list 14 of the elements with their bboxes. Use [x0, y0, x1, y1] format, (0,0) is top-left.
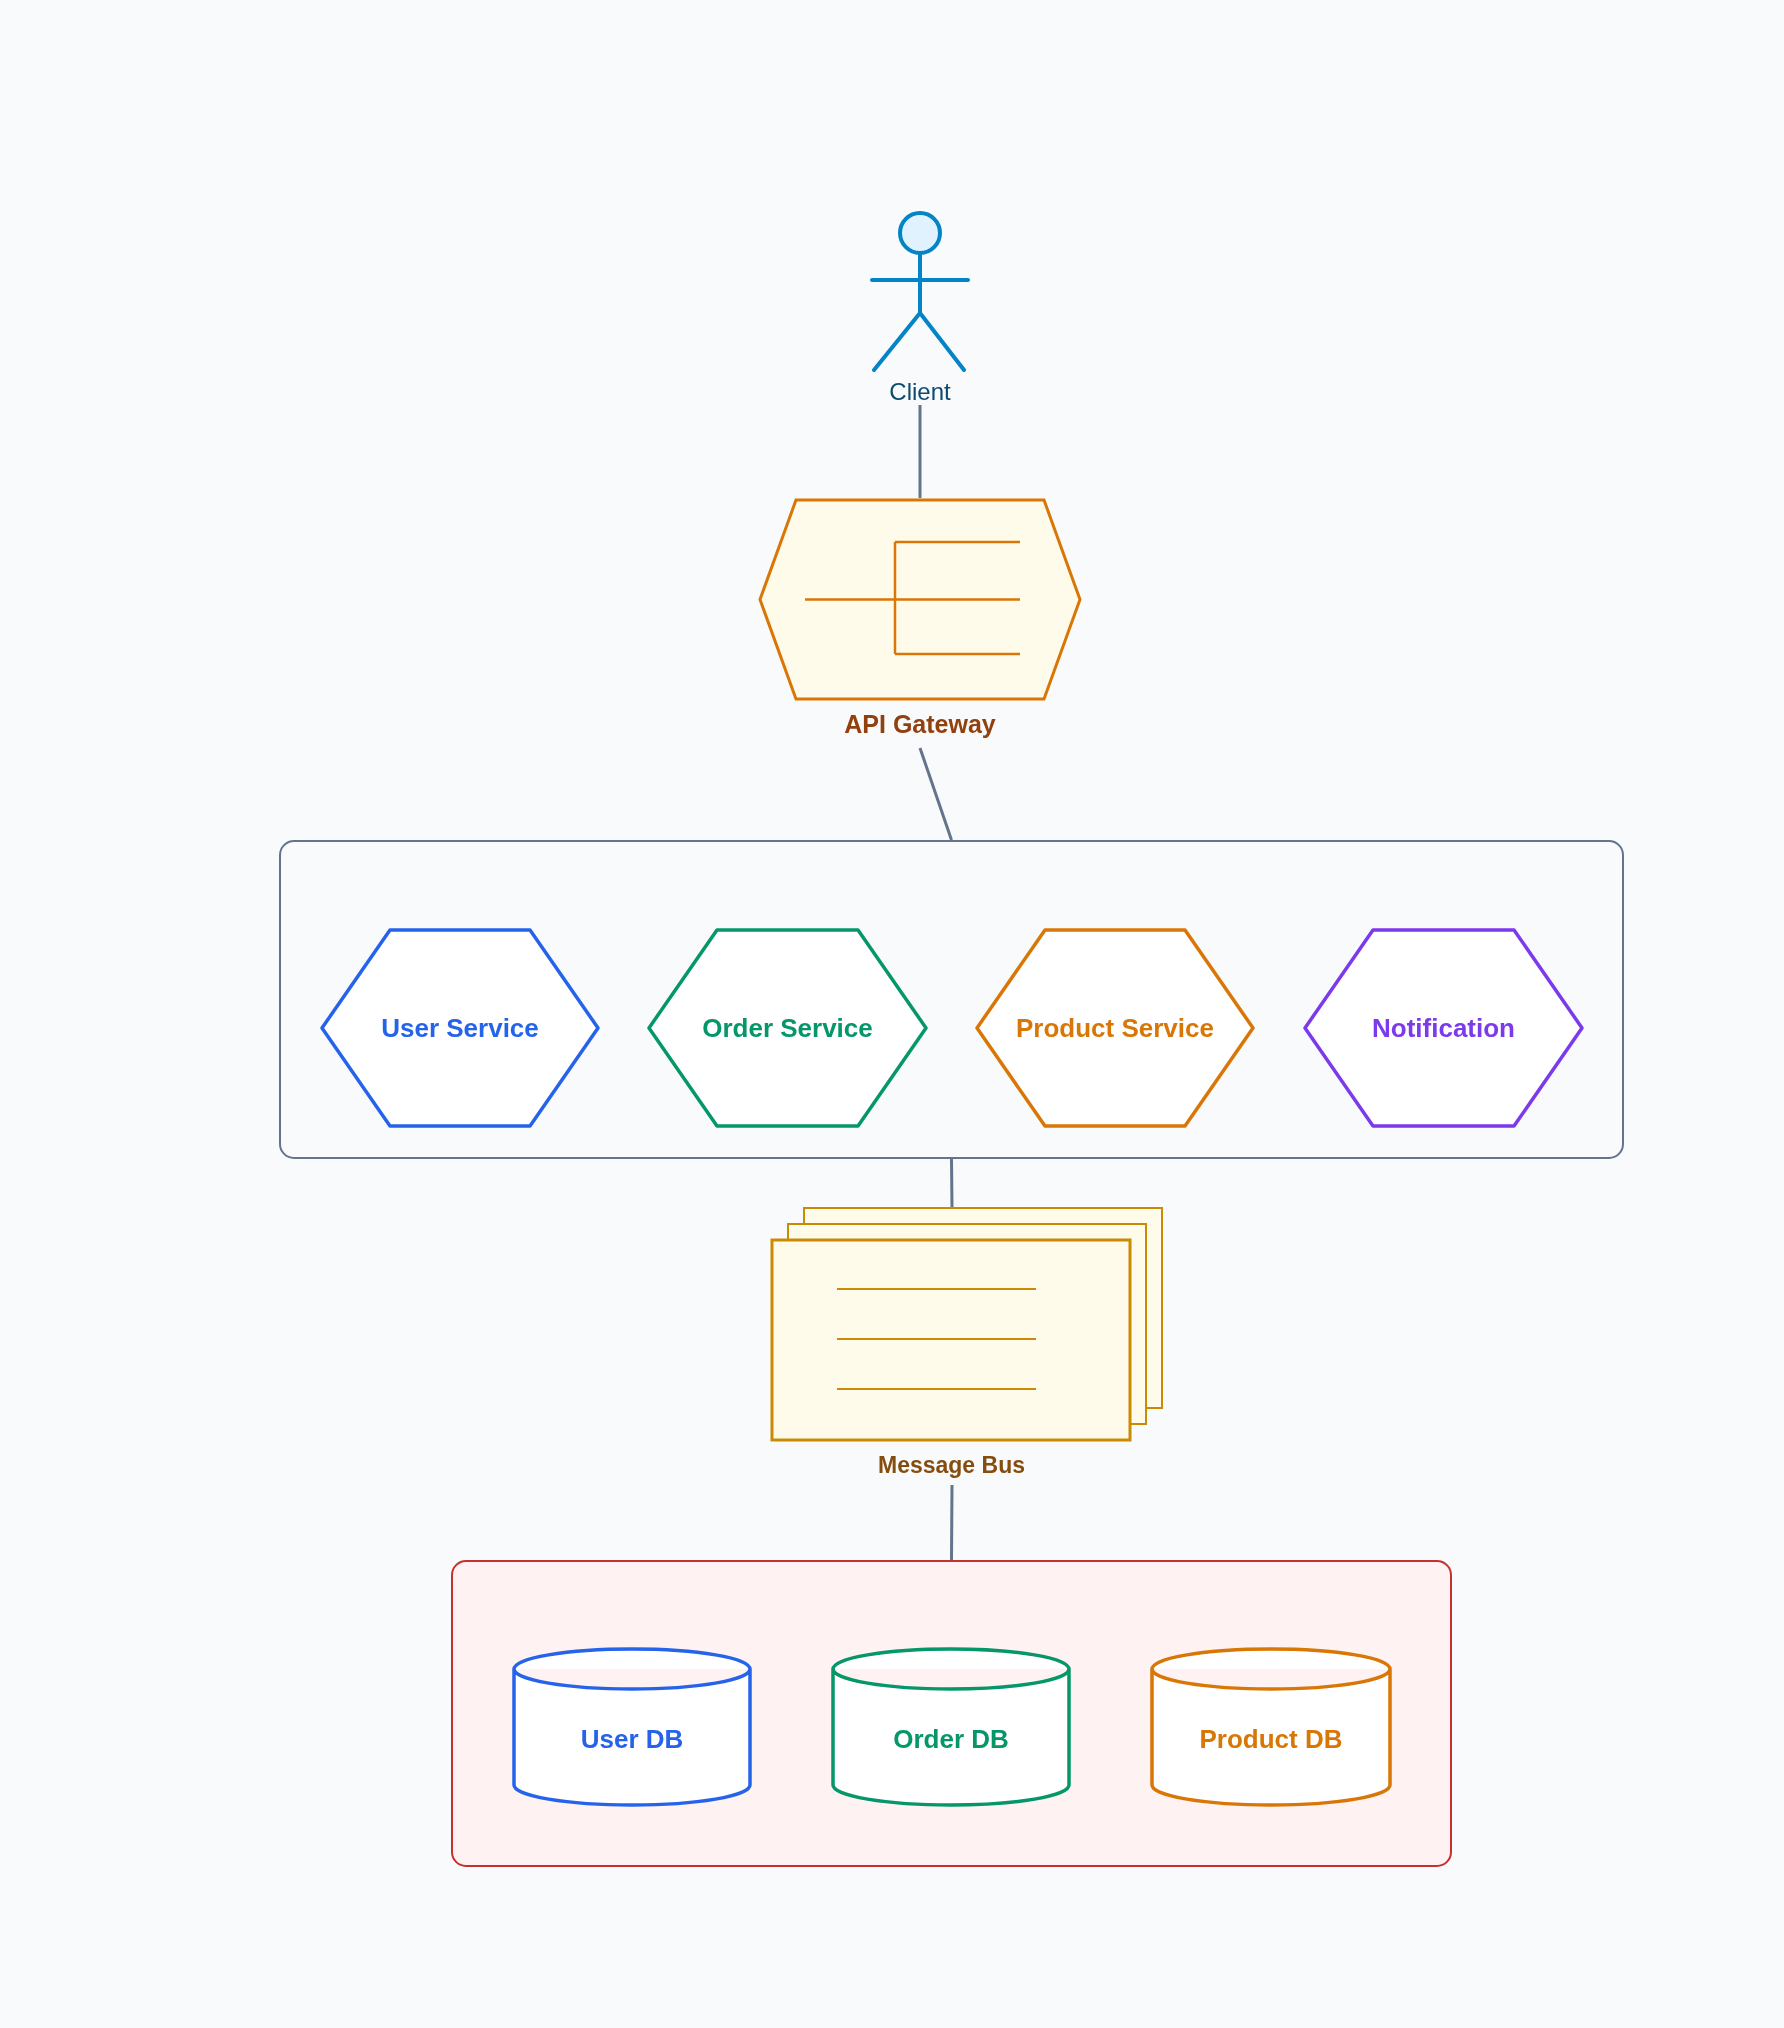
connector-line: [950, 1159, 954, 1207]
node-label: Client: [888, 378, 952, 406]
node-label: Notification: [1371, 1013, 1516, 1044]
node-label: API Gateway: [843, 710, 997, 739]
node-label: User DB: [579, 1724, 685, 1755]
connector-line: [950, 1485, 954, 1560]
node-label: User Service: [380, 1013, 540, 1044]
node-label: Product DB: [1198, 1724, 1344, 1755]
connector-line: [918, 405, 922, 498]
node-label: Product Service: [1015, 1013, 1215, 1044]
node-label: Order Service: [701, 1013, 874, 1044]
connector-line: [918, 747, 953, 841]
node-label: Message Bus: [877, 1452, 1026, 1479]
node-label: Order DB: [892, 1724, 1010, 1755]
